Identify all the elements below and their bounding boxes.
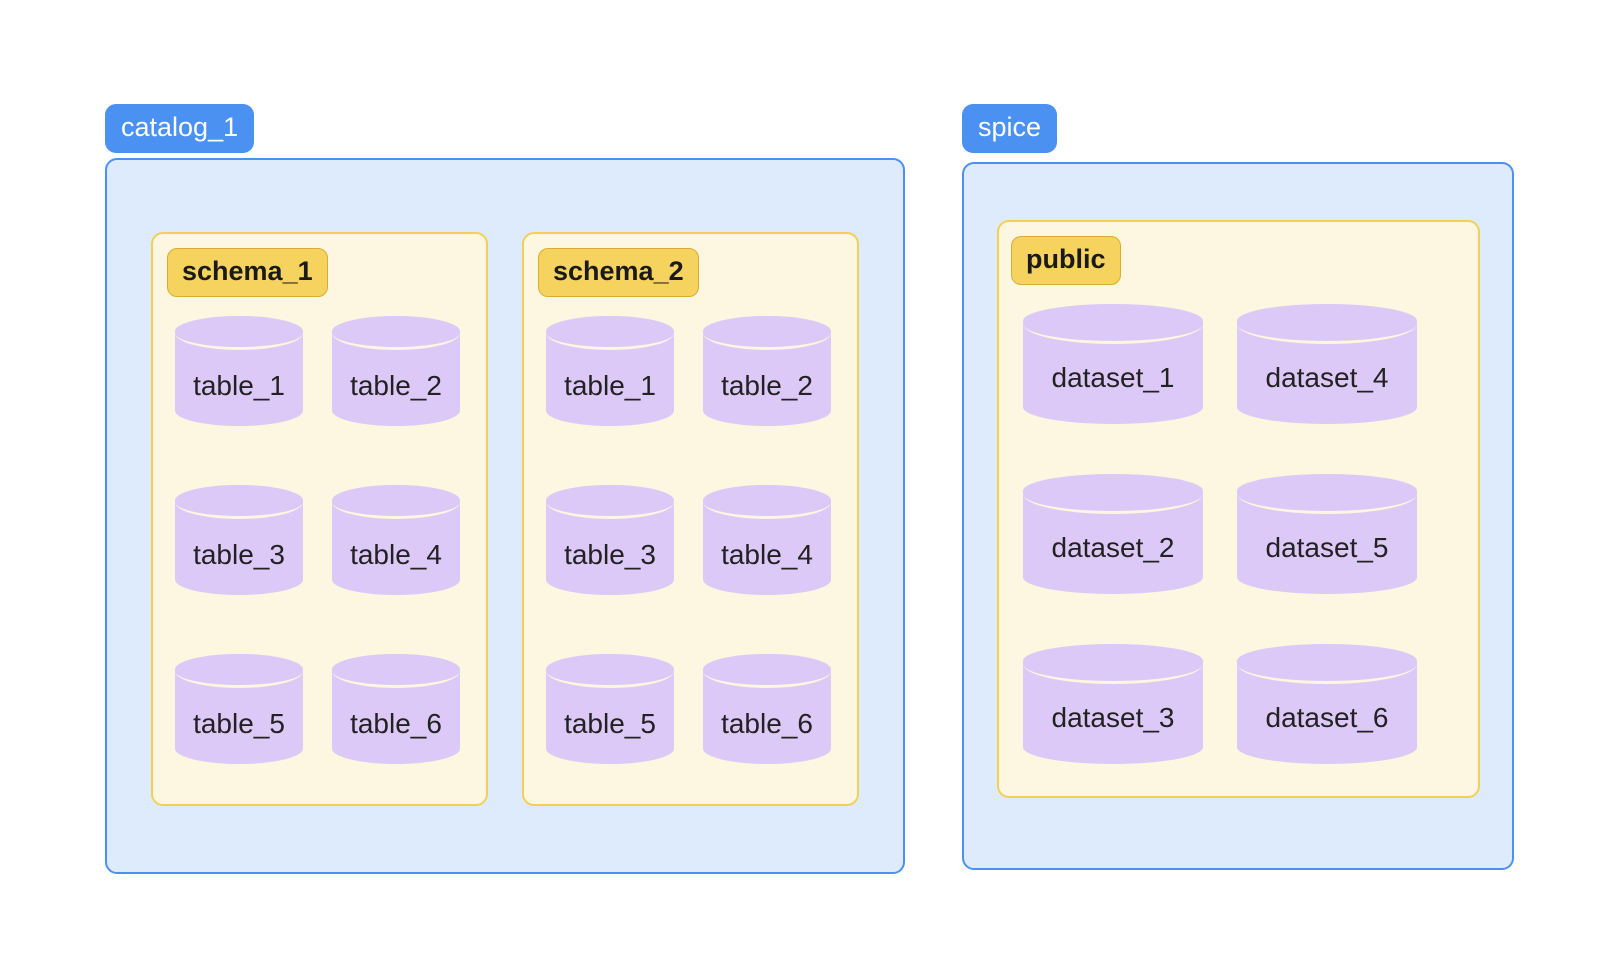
database-cylinder[interactable]: table_1 xyxy=(175,316,303,426)
database-cylinder[interactable]: table_4 xyxy=(332,485,460,595)
cylinder-top-ellipse xyxy=(1023,644,1203,684)
database-cylinder-label: dataset_5 xyxy=(1265,532,1389,563)
database-cylinder-label: table_3 xyxy=(193,539,285,570)
cylinder-top-ellipse xyxy=(546,485,674,519)
database-cylinder-label: table_1 xyxy=(564,370,656,401)
database-cylinder-label: table_4 xyxy=(350,539,442,570)
cylinder-top-ellipse xyxy=(332,485,460,519)
cylinder-top-ellipse xyxy=(1237,474,1417,514)
database-cylinder[interactable]: table_1 xyxy=(546,316,674,426)
schema-box-schema_1: schema_1 table_1 table_2 table_3 table_4 xyxy=(151,232,488,806)
catalog-badge[interactable]: spice xyxy=(962,104,1058,153)
database-cylinder-label: table_6 xyxy=(721,708,813,739)
cylinder-top-ellipse xyxy=(703,654,831,688)
database-cylinder-label: table_2 xyxy=(350,370,442,401)
cylinder-top-ellipse xyxy=(175,654,303,688)
catalog-panel: schema_1 table_1 table_2 table_3 table_4 xyxy=(105,158,905,874)
cylinder-top-ellipse xyxy=(1237,304,1417,344)
database-cylinder[interactable]: dataset_1 xyxy=(1023,304,1203,424)
database-cylinder[interactable]: table_2 xyxy=(332,316,460,426)
database-cylinder-label: dataset_2 xyxy=(1051,532,1175,563)
schema-badge[interactable]: public xyxy=(1011,236,1121,285)
database-cylinder-label: table_5 xyxy=(193,708,285,739)
schema-badge[interactable]: schema_1 xyxy=(167,248,328,297)
cylinder-top-ellipse xyxy=(1023,304,1203,344)
database-cylinder[interactable]: dataset_5 xyxy=(1237,474,1417,594)
database-cylinder-label: dataset_3 xyxy=(1051,702,1175,733)
database-cylinder[interactable]: table_2 xyxy=(703,316,831,426)
database-cylinder[interactable]: table_5 xyxy=(546,654,674,764)
database-cylinder-label: table_5 xyxy=(564,708,656,739)
catalog-badge[interactable]: catalog_1 xyxy=(105,104,255,153)
schema-box-schema_2: schema_2 table_1 table_2 table_3 table_4 xyxy=(522,232,859,806)
database-cylinder-label: table_6 xyxy=(350,708,442,739)
schema-box-public: public dataset_1 dataset_4 dataset_2 dat… xyxy=(997,220,1480,798)
database-cylinder-label: table_3 xyxy=(564,539,656,570)
cylinder-top-ellipse xyxy=(1023,474,1203,514)
cylinder-top-ellipse xyxy=(175,316,303,350)
database-cylinder-label: table_2 xyxy=(721,370,813,401)
cylinder-top-ellipse xyxy=(546,316,674,350)
cylinder-top-ellipse xyxy=(1237,644,1417,684)
database-cylinder-label: table_4 xyxy=(721,539,813,570)
database-cylinder[interactable]: dataset_6 xyxy=(1237,644,1417,764)
database-cylinder[interactable]: dataset_3 xyxy=(1023,644,1203,764)
cylinder-top-ellipse xyxy=(703,316,831,350)
catalog-panel: public dataset_1 dataset_4 dataset_2 dat… xyxy=(962,162,1514,870)
database-cylinder-label: dataset_6 xyxy=(1265,702,1389,733)
cylinder-top-ellipse xyxy=(332,654,460,688)
cylinder-top-ellipse xyxy=(175,485,303,519)
database-cylinder-label: table_1 xyxy=(193,370,285,401)
database-cylinder[interactable]: dataset_4 xyxy=(1237,304,1417,424)
schema-badge[interactable]: schema_2 xyxy=(538,248,699,297)
database-cylinder[interactable]: table_3 xyxy=(546,485,674,595)
catalog-group-spice: spice public dataset_1 dataset_4 dataset… xyxy=(962,104,1514,874)
database-cylinder[interactable]: table_6 xyxy=(703,654,831,764)
database-cylinder[interactable]: table_5 xyxy=(175,654,303,764)
cylinder-top-ellipse xyxy=(546,654,674,688)
catalog-group-catalog_1: catalog_1 schema_1 table_1 table_2 table… xyxy=(105,104,935,874)
database-cylinder[interactable]: dataset_2 xyxy=(1023,474,1203,594)
database-cylinder[interactable]: table_4 xyxy=(703,485,831,595)
cylinder-top-ellipse xyxy=(703,485,831,519)
database-cylinder-label: dataset_4 xyxy=(1265,362,1389,393)
database-cylinder[interactable]: table_3 xyxy=(175,485,303,595)
database-cylinder[interactable]: table_6 xyxy=(332,654,460,764)
cylinder-top-ellipse xyxy=(332,316,460,350)
database-cylinder-label: dataset_1 xyxy=(1051,362,1175,393)
